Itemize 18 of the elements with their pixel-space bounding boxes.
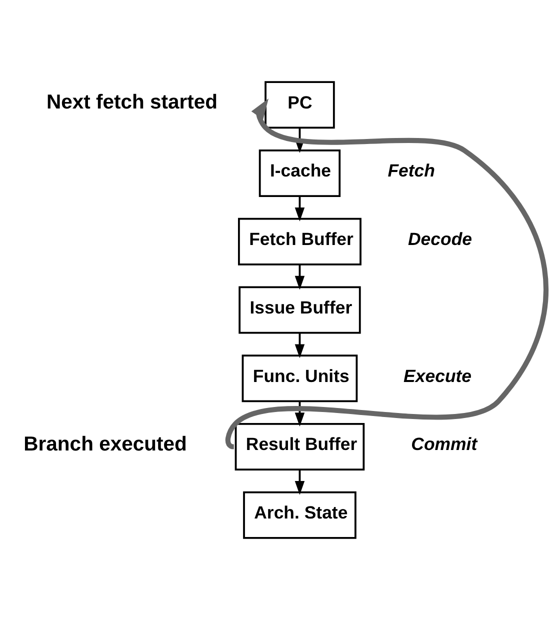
node-box: Arch. State [243, 491, 356, 539]
node-box: Func. Units [242, 354, 358, 402]
label: Commit [411, 434, 478, 454]
arrow [226, 98, 548, 449]
arrow [294, 264, 305, 290]
node-box: Issue Buffer [238, 286, 361, 334]
arrow [294, 470, 305, 495]
label: Branch executed [24, 433, 187, 456]
label: Fetch [388, 160, 436, 181]
arrow [294, 332, 305, 358]
node-box: Fetch Buffer [238, 218, 362, 266]
node-box: I-cache [258, 150, 341, 197]
label: Next fetch started [46, 91, 218, 114]
node-box: Result Buffer [234, 423, 365, 470]
node-box: PC [264, 81, 335, 129]
label: Execute [404, 366, 472, 386]
label: Decode [408, 229, 472, 250]
arrow [294, 196, 305, 222]
